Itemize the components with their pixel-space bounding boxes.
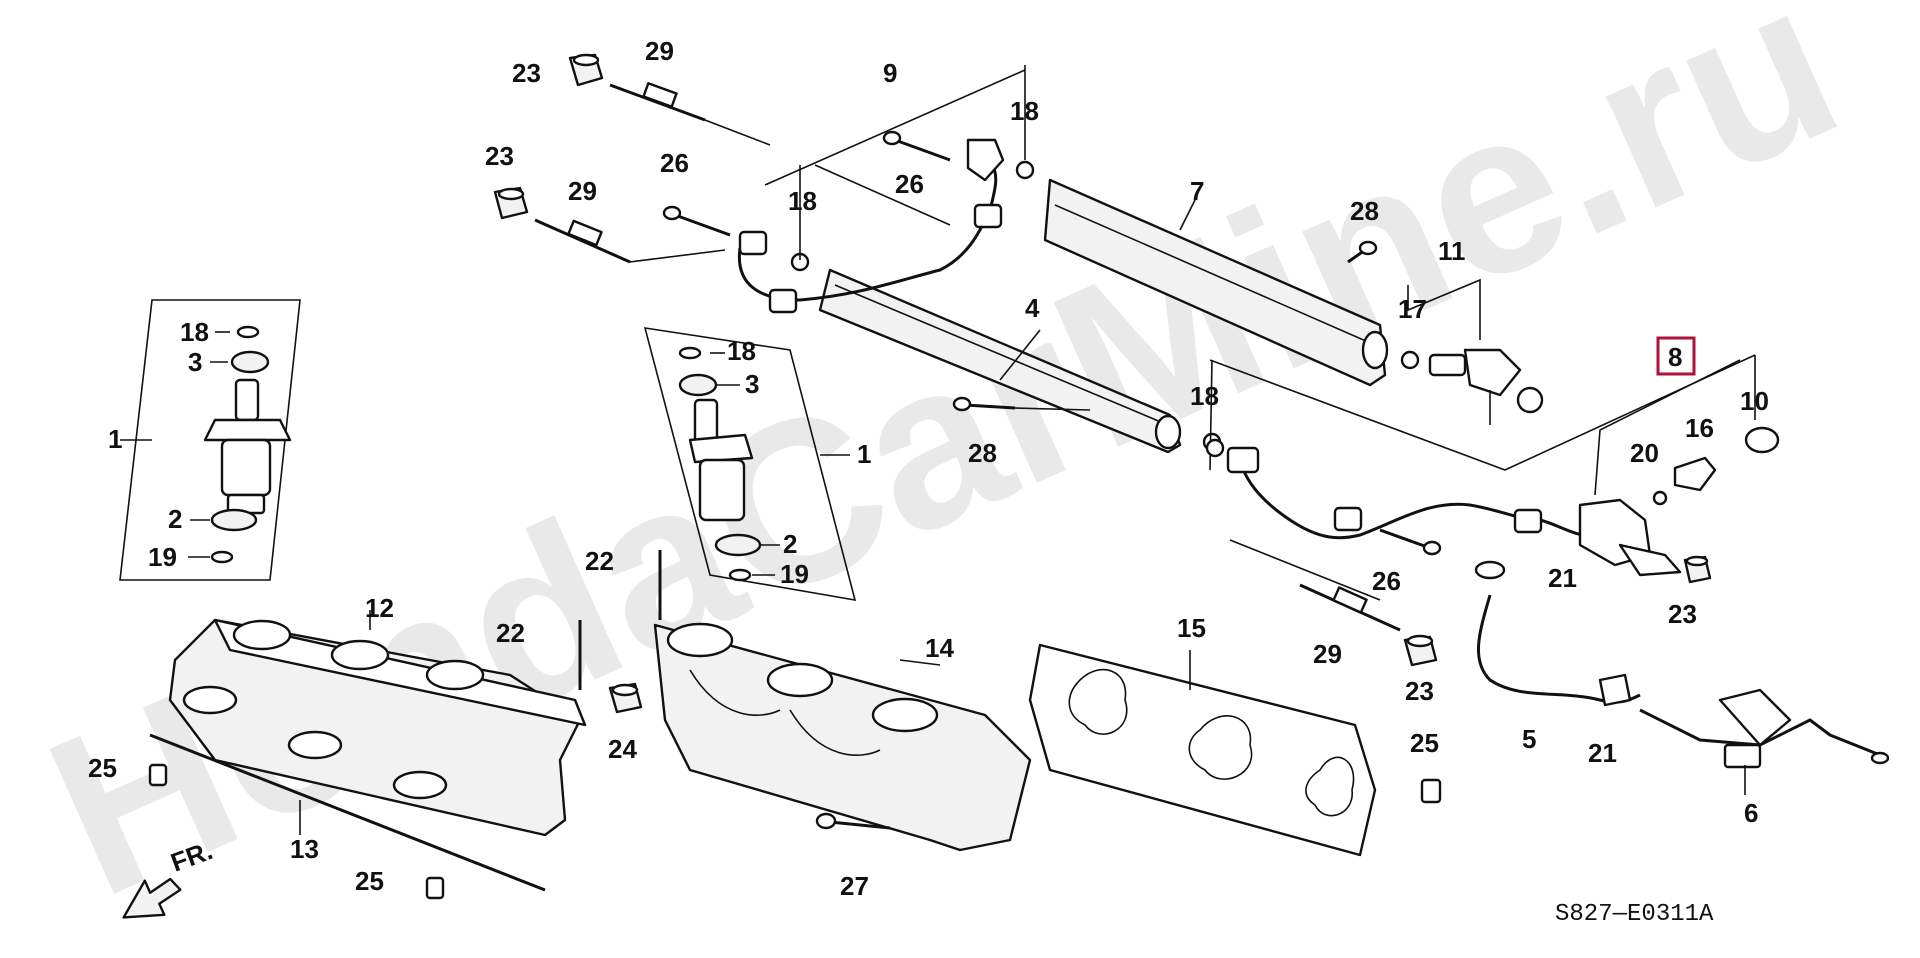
front-arrow-icon — [122, 877, 182, 919]
callout-25[interactable]: 25 — [88, 753, 117, 783]
pulsation-damper-8[interactable] — [1594, 359, 1780, 506]
callout-26[interactable]: 26 — [1372, 566, 1401, 596]
callout-7[interactable]: 7 — [1190, 176, 1204, 206]
nut-23-b[interactable] — [493, 186, 529, 220]
callout-28[interactable]: 28 — [968, 438, 997, 468]
vacuum-hose-5[interactable] — [1474, 560, 1641, 707]
gasket-13[interactable] — [149, 733, 546, 892]
pressure-regulator-11[interactable] — [1400, 278, 1544, 425]
injector-assembly-left[interactable] — [119, 299, 301, 581]
fuel-pipe-9[interactable] — [737, 65, 1035, 314]
injector-assembly-center[interactable] — [643, 327, 857, 601]
callout-29[interactable]: 29 — [568, 176, 597, 206]
callout-1[interactable]: 1 — [108, 424, 122, 454]
callout-1[interactable]: 1 — [857, 439, 871, 469]
callout-23[interactable]: 23 — [512, 58, 541, 88]
callout-22[interactable]: 22 — [496, 618, 525, 648]
stud-29-c[interactable] — [1299, 583, 1401, 632]
callout-6[interactable]: 6 — [1744, 798, 1758, 828]
highlight-box — [1656, 336, 1696, 376]
callout-24[interactable]: 24 — [608, 734, 637, 764]
nut-24[interactable] — [608, 682, 643, 714]
dowel-25-c[interactable] — [1420, 778, 1442, 804]
bolt-26-c[interactable] — [1379, 528, 1442, 556]
callout-22[interactable]: 22 — [585, 546, 614, 576]
callout-21[interactable]: 21 — [1548, 563, 1577, 593]
diagram-code: S827—E0311A — [1555, 901, 1714, 928]
stud-29-b[interactable] — [534, 218, 726, 264]
bracket-6[interactable] — [1639, 688, 1890, 795]
callout-29[interactable]: 29 — [645, 36, 674, 66]
bolt-27[interactable] — [815, 812, 891, 830]
callout-28[interactable]: 28 — [1350, 196, 1379, 226]
callout-3[interactable]: 3 — [188, 347, 202, 377]
bolt-26-a[interactable] — [882, 130, 951, 162]
callout-5[interactable]: 5 — [1522, 724, 1536, 754]
callout-2[interactable]: 2 — [168, 504, 182, 534]
fuel-return-pipe-16[interactable] — [1202, 354, 1756, 601]
callout-25[interactable]: 25 — [1410, 728, 1439, 758]
stud-29-a[interactable] — [609, 82, 771, 146]
callout-23[interactable]: 23 — [485, 141, 514, 171]
callout-20[interactable]: 20 — [1630, 438, 1659, 468]
o-ring-18-c[interactable] — [1205, 438, 1225, 458]
intake-manifold-12[interactable] — [168, 610, 587, 837]
intake-manifold-14[interactable] — [653, 622, 1032, 852]
dowel-25-b[interactable] — [425, 876, 445, 900]
callout-26[interactable]: 26 — [895, 169, 924, 199]
callout-9[interactable]: 9 — [883, 58, 897, 88]
callout-13[interactable]: 13 — [290, 834, 319, 864]
callout-21[interactable]: 21 — [1588, 738, 1617, 768]
callout-3[interactable]: 3 — [745, 369, 759, 399]
callout-23[interactable]: 23 — [1405, 676, 1434, 706]
bolt-28-a[interactable] — [1347, 240, 1378, 264]
fuel-rail-4[interactable] — [818, 268, 1182, 454]
callout-18[interactable]: 18 — [1190, 381, 1219, 411]
callout-18[interactable]: 18 — [727, 336, 756, 366]
callout-12[interactable]: 12 — [365, 593, 394, 623]
nut-23-c[interactable] — [1403, 634, 1438, 667]
callout-18[interactable]: 18 — [180, 317, 209, 347]
callout-2[interactable]: 2 — [783, 529, 797, 559]
bolt-28-b[interactable] — [952, 396, 1091, 412]
callout-18[interactable]: 18 — [1010, 96, 1039, 126]
callout-11[interactable]: 11 — [1438, 236, 1466, 266]
gasket-15[interactable] — [1028, 643, 1377, 857]
callout-26[interactable]: 26 — [660, 148, 689, 178]
callout-14[interactable]: 14 — [925, 633, 954, 663]
callout-25[interactable]: 25 — [355, 866, 384, 896]
callout-19[interactable]: 19 — [148, 542, 177, 572]
nut-23-d[interactable] — [1683, 555, 1712, 584]
callout-29[interactable]: 29 — [1313, 639, 1342, 669]
callout-16[interactable]: 16 — [1685, 413, 1714, 443]
callout-10[interactable]: 10 — [1740, 386, 1769, 416]
callout-15[interactable]: 15 — [1177, 613, 1206, 643]
fuel-rail-7[interactable] — [1043, 178, 1389, 387]
nut-23-a[interactable] — [568, 53, 604, 87]
callout-18[interactable]: 18 — [788, 186, 817, 216]
callout-4[interactable]: 4 — [1025, 293, 1040, 323]
callout-27[interactable]: 27 — [840, 871, 869, 901]
callout-17[interactable]: 17 — [1398, 294, 1427, 324]
bolt-26-b[interactable] — [662, 205, 731, 237]
dowel-25-a[interactable] — [148, 763, 168, 787]
callout-8[interactable]: 8 — [1668, 342, 1682, 372]
callout-19[interactable]: 19 — [780, 559, 809, 589]
callout-23[interactable]: 23 — [1668, 599, 1697, 629]
